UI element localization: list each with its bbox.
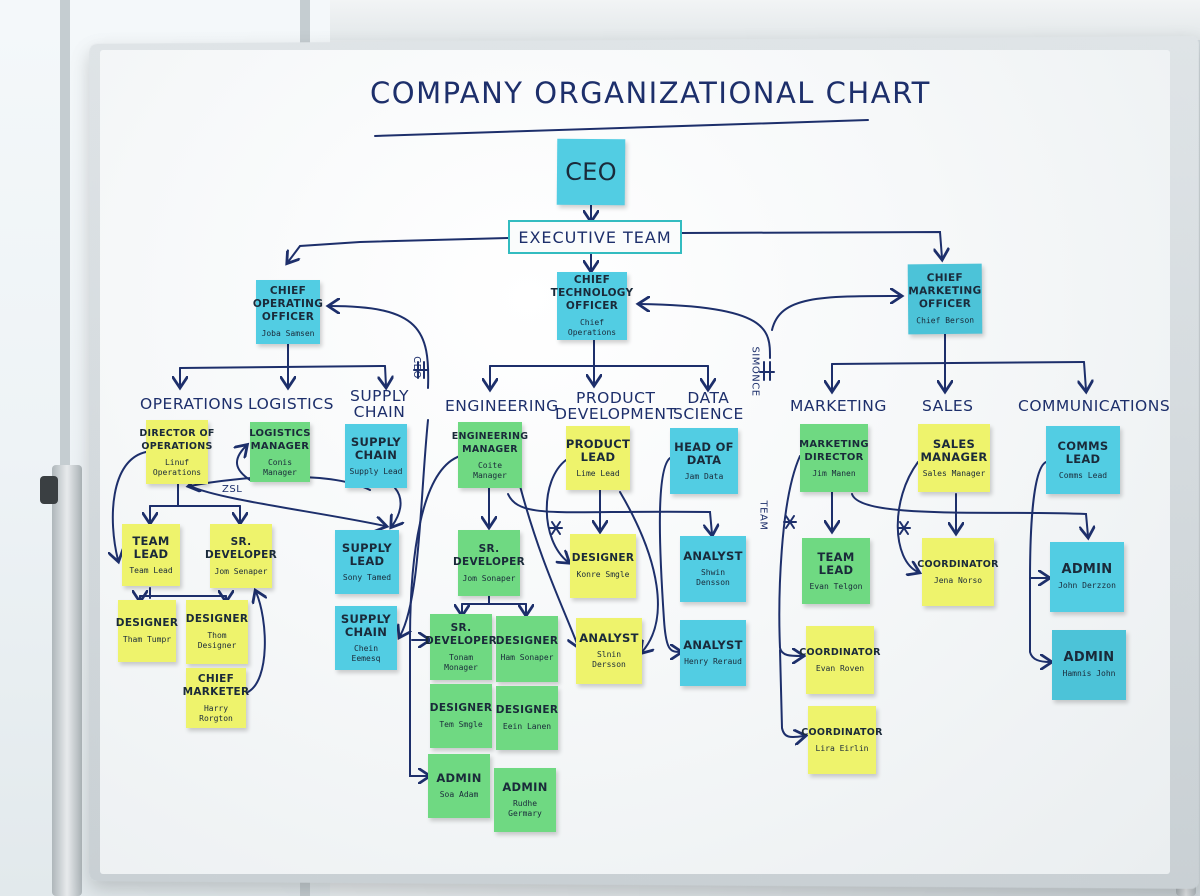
note-ceo: CEO: [556, 138, 626, 206]
window-mullion: [60, 0, 70, 896]
dept-label-logistics: LOGISTICS: [248, 395, 334, 413]
dept-label-supply-chain: SUPPLY CHAIN: [350, 387, 409, 421]
side-note-zsl: ZSL: [222, 484, 243, 495]
side-note-simonce: SIMONCE: [749, 346, 761, 397]
side-note-team: TEAM: [757, 500, 769, 531]
board-stand-left: [52, 465, 82, 896]
dept-label-sales: SALES: [922, 397, 974, 415]
dept-label-engineering: ENGINEERING: [445, 397, 559, 415]
dept-label-data-science: DATA SCIENCE: [673, 389, 744, 423]
chart-title: COMPANY ORGANIZATIONAL CHART: [370, 76, 931, 110]
stand-knob: [40, 476, 58, 504]
dept-label-communications: COMMUNICATIONS: [1018, 397, 1171, 415]
side-note-ceo: CEO: [410, 356, 422, 379]
dept-label-marketing: MARKETING: [790, 397, 887, 415]
dept-label-operations: OPERATIONS: [140, 395, 244, 413]
ceiling: [330, 0, 1200, 40]
executive-team-box: EXECUTIVE TEAM: [508, 220, 682, 254]
dept-label-product-development: PRODUCT DEVELOPMENT: [555, 389, 677, 423]
